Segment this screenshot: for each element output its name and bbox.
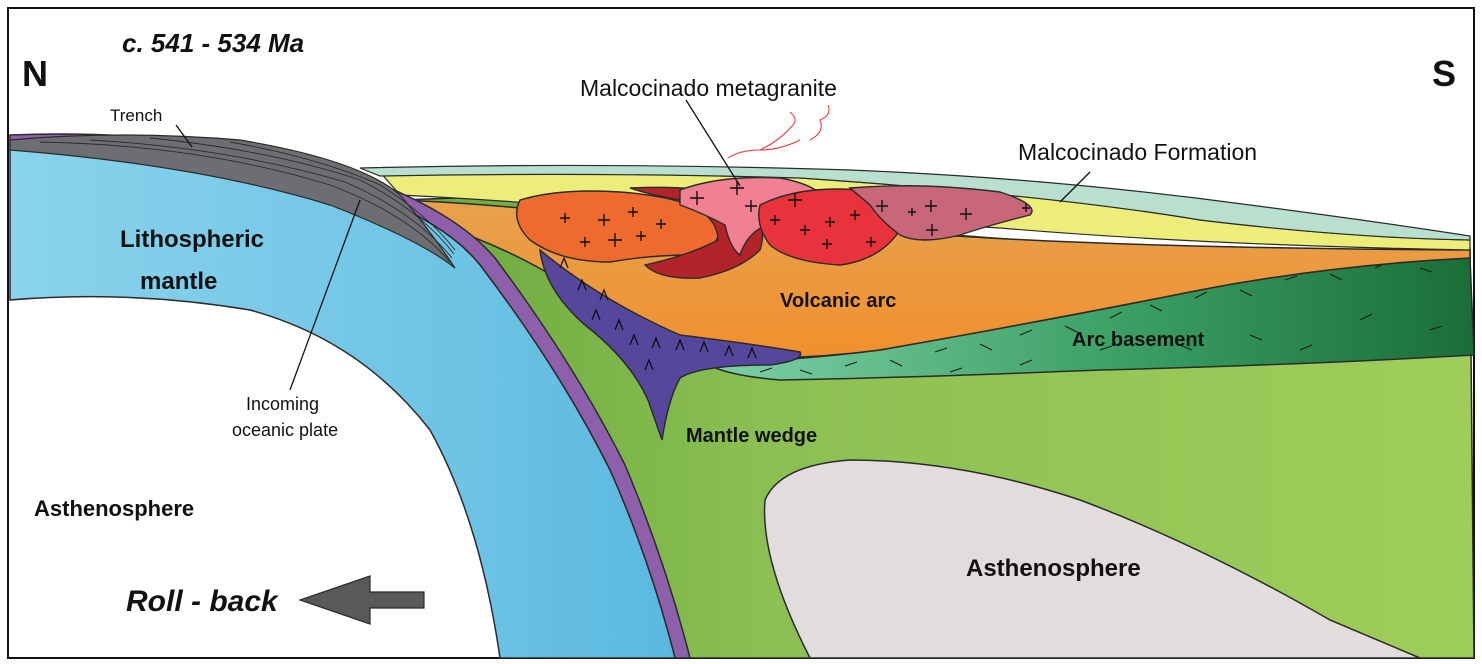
- malcocinado-formation-label: Malcocinado Formation: [1018, 139, 1257, 165]
- mantle-wedge-label: Mantle wedge: [686, 425, 817, 447]
- incoming-plate-label-line1: Incoming: [246, 394, 319, 414]
- volcanic-arc-label: Volcanic arc: [780, 290, 896, 312]
- asthenosphere-right-label: Asthenosphere: [966, 555, 1141, 582]
- malcocinado-metagranite-label: Malcocinado metagranite: [580, 75, 837, 101]
- direction-south-label: S: [1432, 53, 1456, 94]
- lithospheric-mantle-label-line2: mantle: [140, 268, 217, 295]
- asthenosphere-left-label: Asthenosphere: [34, 496, 194, 521]
- trench-label: Trench: [110, 106, 162, 125]
- lithospheric-mantle-label-line1: Lithospheric: [120, 226, 264, 253]
- arc-basement-label: Arc basement: [1072, 329, 1205, 351]
- incoming-plate-label-line2: oceanic plate: [232, 420, 338, 440]
- direction-north-label: N: [22, 53, 48, 94]
- age-label: c. 541 - 534 Ma: [122, 28, 304, 58]
- roll-back-label: Roll - back: [126, 585, 279, 618]
